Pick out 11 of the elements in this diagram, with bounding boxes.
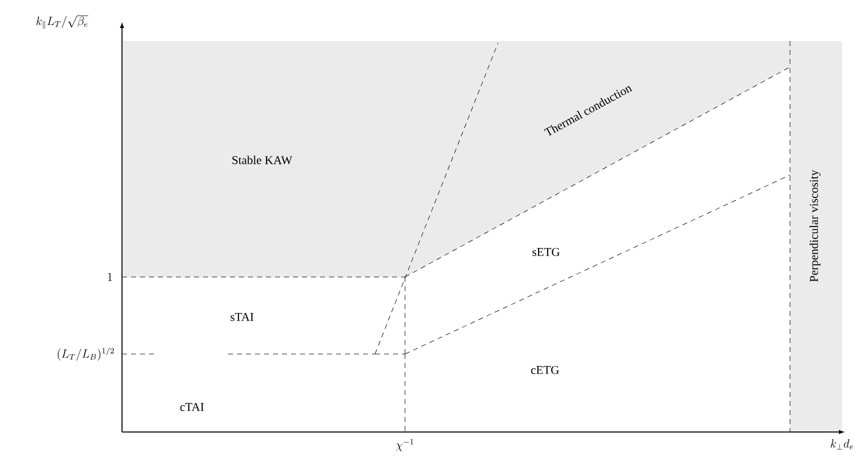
region-label: cTAI — [180, 402, 204, 411]
region-label: sETG — [532, 248, 560, 256]
region-label: Perpendicular viscosity — [810, 170, 820, 282]
region-label: sTAI — [230, 312, 254, 321]
axis-label: $k_\perp d_e$ — [830, 439, 854, 450]
tick-label: $(L_T/L_B)^{1/2}$ — [58, 347, 114, 361]
region-label: cETG — [531, 366, 559, 374]
tick-label: $\chi^{-1}$ — [396, 439, 414, 452]
region-label: Stable KAW — [232, 156, 292, 164]
tick-label: $1$ — [108, 272, 112, 281]
axis-label: $k_\parallel L_T/\sqrt{\beta_e}$ — [36, 16, 88, 29]
